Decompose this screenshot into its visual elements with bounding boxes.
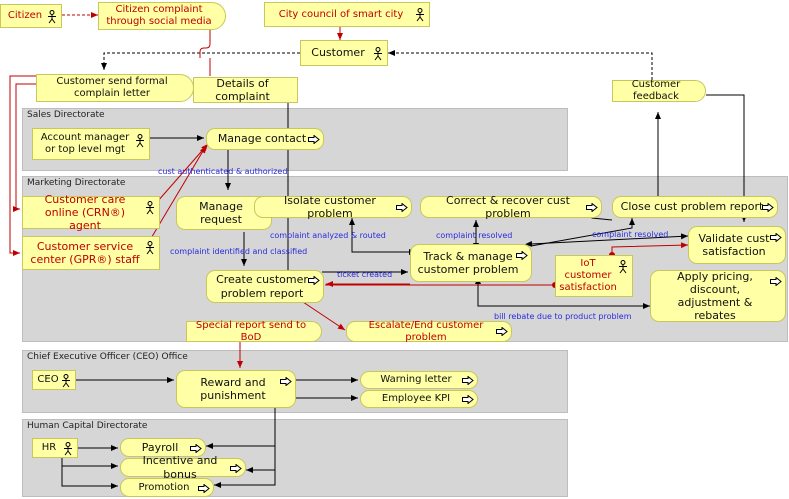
label-cust-authenticated: cust authenticated & authorized: [158, 167, 288, 176]
actor-icon: [136, 134, 144, 148]
create-report-process[interactable]: Create customer problem report: [206, 270, 324, 303]
special-report-event[interactable]: Special report send to BoD: [186, 319, 322, 343]
process-arrow-icon: [462, 376, 474, 385]
process-arrow-icon: [190, 444, 202, 453]
account-manager-label: Account manager or top level mgt: [40, 132, 130, 155]
process-arrow-icon: [308, 135, 320, 144]
process-arrow-icon: [770, 277, 782, 286]
apply-pricing-process[interactable]: Apply pricing, discount, adjustment & re…: [650, 270, 786, 322]
process-arrow-icon: [762, 203, 774, 212]
formal-letter-label: Customer send formal complain letter: [56, 76, 168, 99]
validate-satisfaction-process[interactable]: Validate cust satisfaction: [688, 226, 786, 264]
kpi-label: Employee KPI: [381, 393, 451, 404]
label-complaint-identified: complaint identified and classified: [170, 247, 308, 256]
process-arrow-icon: [308, 276, 320, 285]
isolate-problem-process[interactable]: Isolate customer problem: [254, 193, 412, 220]
details-label: Details of complaint: [215, 76, 270, 103]
process-arrow-icon: [586, 203, 598, 212]
actor-icon: [416, 8, 424, 22]
customer-label: Customer: [311, 46, 365, 60]
incentive-bonus-process[interactable]: Incentive and bonus: [120, 454, 246, 481]
label-complaint-resolved-1: complaint resolved: [436, 231, 513, 240]
warning-letter-process[interactable]: Warning letter: [360, 371, 478, 389]
payroll-label: Payroll: [141, 440, 179, 454]
process-arrow-icon: [516, 251, 528, 260]
reward-label: Reward and punishment: [200, 375, 266, 402]
ceo-label: CEO: [37, 374, 59, 385]
track-manage-process[interactable]: Track & manage customer problem: [410, 244, 532, 282]
lane-ceo-title: Chief Executive Officer (CEO) Office: [27, 352, 188, 362]
promotion-label: Promotion: [138, 481, 190, 493]
process-arrow-icon: [198, 484, 210, 493]
warning-label: Warning letter: [380, 374, 452, 385]
actor-icon: [374, 47, 382, 61]
validate-label: Validate cust satisfaction: [698, 231, 770, 258]
iot-label: IoT customer satisfaction: [559, 258, 617, 293]
crn-label: Customer care online (CRN®) agent: [44, 192, 126, 233]
track-label: Track & manage customer problem: [417, 249, 519, 276]
reward-punishment-process[interactable]: Reward and punishment: [176, 370, 296, 408]
complaint-social-label: Citizen complaint through social media: [106, 4, 212, 27]
special-label: Special report send to BoD: [195, 319, 307, 343]
close-label: Close cust problem report: [620, 200, 764, 214]
citizen-actor[interactable]: Citizen: [0, 4, 62, 28]
actor-icon: [62, 374, 70, 388]
lane-marketing-title: Marketing Directorate: [27, 178, 126, 188]
label-complaint-resolved-2: complaint resolved: [592, 230, 669, 239]
account-manager-actor[interactable]: Account manager or top level mgt: [32, 128, 150, 160]
actor-icon: [146, 241, 154, 255]
actor-icon: [64, 442, 72, 456]
manage-contact-label: Manage contact: [217, 132, 307, 146]
customer-actor[interactable]: Customer: [300, 40, 388, 66]
escalate-process[interactable]: Escalate/End customer problem: [346, 319, 512, 343]
city-council-actor[interactable]: City council of smart city: [264, 2, 430, 27]
crn-agent-actor[interactable]: Customer care online (CRN®) agent: [22, 193, 160, 232]
close-report-process[interactable]: Close cust problem report: [612, 196, 778, 218]
city-council-label: City council of smart city: [278, 8, 404, 20]
label-ticket-created: ticket created: [337, 270, 393, 279]
hr-label: HR: [41, 442, 57, 453]
actor-icon: [48, 10, 56, 24]
incentive-label: Incentive and bonus: [142, 454, 218, 481]
correct-recover-process[interactable]: Correct & recover cust problem: [420, 193, 602, 220]
ceo-actor[interactable]: CEO: [32, 370, 76, 390]
complaint-social-event[interactable]: Citizen complaint through social media: [98, 2, 226, 30]
formal-letter-event[interactable]: Customer send formal complain letter: [36, 74, 194, 102]
citizen-label: Citizen: [7, 10, 43, 21]
process-arrow-icon: [396, 203, 408, 212]
manage-contact-process[interactable]: Manage contact: [206, 128, 324, 150]
process-arrow-icon: [230, 464, 242, 473]
actor-icon: [619, 260, 627, 274]
feedback-label: Customer feedback: [631, 79, 681, 102]
payroll-process[interactable]: Payroll: [120, 438, 206, 457]
process-arrow-icon: [496, 327, 508, 336]
correct-label: Correct & recover cust problem: [446, 193, 570, 220]
promotion-process[interactable]: Promotion: [120, 478, 214, 497]
process-arrow-icon: [462, 395, 474, 404]
gpr-staff-actor[interactable]: Customer service center (GPR®) staff: [22, 236, 160, 270]
lane-hc-title: Human Capital Directorate: [27, 421, 148, 431]
apply-label: Apply pricing, discount, adjustment & re…: [677, 269, 753, 323]
escalate-label: Escalate/End customer problem: [368, 319, 484, 343]
label-bill-rebate: bill rebate due to product problem: [494, 312, 632, 321]
customer-feedback-event[interactable]: Customer feedback: [612, 79, 706, 102]
isolate-label: Isolate customer problem: [284, 193, 376, 220]
details-of-complaint[interactable]: Details of complaint: [193, 77, 298, 103]
label-complaint-analyzed: complaint analyzed & routed: [270, 231, 386, 240]
actor-icon: [146, 201, 154, 215]
employee-kpi-process[interactable]: Employee KPI: [360, 390, 478, 408]
process-arrow-icon: [280, 377, 292, 386]
iot-satisfaction-actor[interactable]: IoT customer satisfaction: [555, 255, 633, 297]
hr-actor[interactable]: HR: [32, 438, 78, 458]
lane-sales-title: Sales Directorate: [27, 110, 105, 120]
gpr-label: Customer service center (GPR®) staff: [30, 239, 140, 266]
create-report-label: Create customer problem report: [216, 273, 308, 300]
manage-request-label: Manage request: [199, 199, 243, 226]
process-arrow-icon: [770, 233, 782, 242]
